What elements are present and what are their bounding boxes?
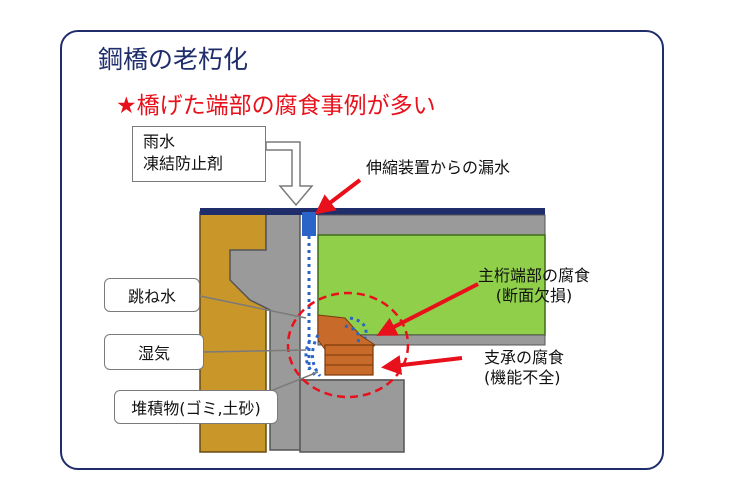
splash-callout: 跳ね水 [104,278,200,312]
debris-callout: 堆積物(ゴミ,土砂) [114,390,278,424]
main-girder [317,234,546,336]
girder-corrosion-line2: (断面欠損) [495,286,573,305]
bearing-corrosion-line1: 支承の腐食 [484,348,565,367]
splash-pointer [199,295,307,319]
girder-corrosion-label: 主桁端部の腐食 (断面欠損) [478,266,590,306]
slide-title: 鋼橋の老朽化 [98,45,249,74]
humidity-arc-right-2 [344,324,361,343]
expansion-joint [302,212,316,236]
humidity-arc-left-2 [311,334,322,377]
bearing-corrosion-arrow [381,355,463,376]
rain-source-box: 雨水 凍結防止剤 [132,126,266,182]
deck-concrete [317,214,546,236]
corrosion-zone-circle [286,291,410,399]
girder-corrosion-line1: 主桁端部の腐食 [478,266,591,285]
leak-label: 伸縮装置からの漏水 [366,158,511,177]
humidity-callout: 湿気 [104,334,204,370]
deck-slab [200,208,545,215]
girder-corrosion-arrow [376,282,479,336]
humidity-pointer [202,349,307,353]
slide-subtitle: ★橋げた端部の腐食事例が多い [116,93,436,119]
bearing-corrosion [324,344,374,376]
pier-block [299,379,405,453]
rain-label: 雨水 [143,132,176,151]
bearing-corrosion-line2: (機能不全) [484,368,561,387]
bearing-corrosion-label: 支承の腐食 (機能不全) [484,348,564,388]
rain-arrow [265,141,314,207]
leak-arrow [314,178,362,215]
humidity-arc-right [349,316,368,339]
antifreeze-label: 凍結防止剤 [143,154,224,173]
